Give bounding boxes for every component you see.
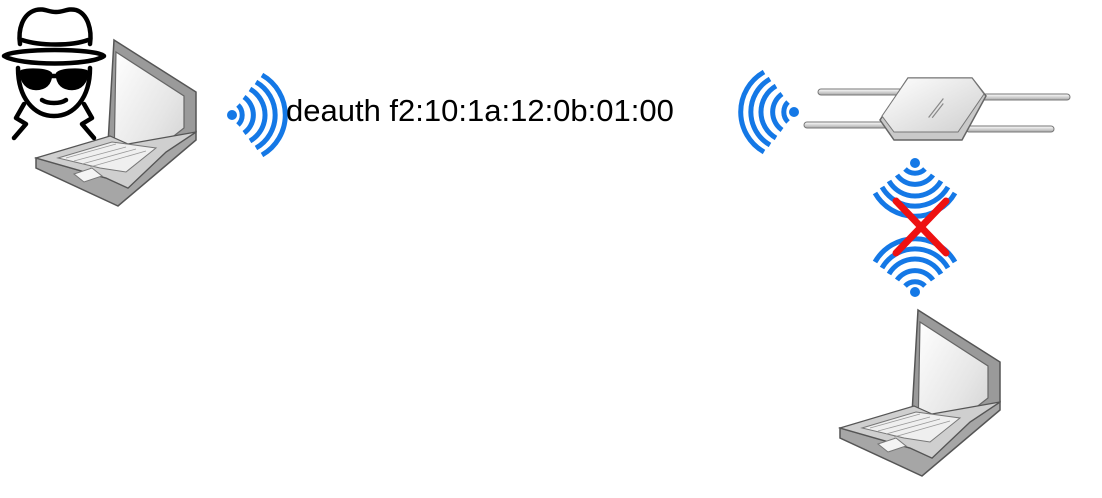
victim-laptop-icon <box>839 309 1001 477</box>
attacker-wifi-signal-icon <box>227 72 288 158</box>
red-x-icon <box>892 197 950 257</box>
access-point-wifi-signal-icon <box>738 69 799 155</box>
deauth-command-label: deauth f2:10:1a:12:0b:01:00 <box>286 93 674 128</box>
wireless-access-point-icon <box>803 77 1071 141</box>
hacker-icon <box>1 7 107 141</box>
